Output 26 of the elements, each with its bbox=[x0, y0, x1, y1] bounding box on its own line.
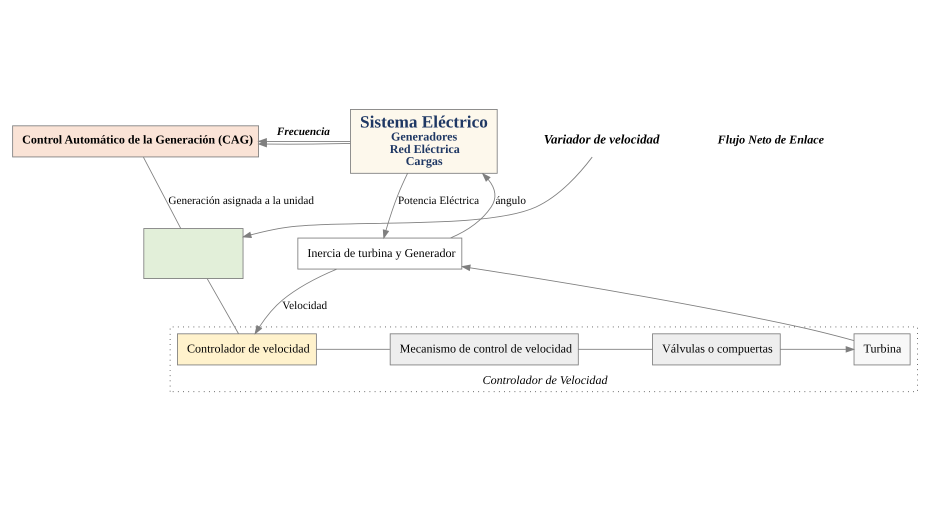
connector bbox=[316, 348, 390, 350]
node-box: Válvulas o compuertas bbox=[652, 333, 781, 366]
connector bbox=[142, 156, 182, 229]
arrow bbox=[460, 264, 854, 341]
arrow bbox=[450, 172, 496, 238]
arrow bbox=[257, 138, 351, 145]
edge-label: Frecuencia bbox=[276, 126, 330, 138]
label: Flujo Neto de Enlace bbox=[718, 132, 824, 147]
edge-label: Generación asignada a la unidad bbox=[168, 194, 314, 207]
node-text: Variador de velocidad bbox=[544, 132, 660, 147]
node-box: Inercia de turbina y Generador bbox=[297, 238, 462, 270]
arrow bbox=[254, 268, 338, 335]
node-box: Turbina bbox=[854, 333, 911, 366]
edge-label: Potencia Eléctrica bbox=[398, 194, 480, 207]
connector bbox=[206, 278, 239, 334]
edge-label: ángulo bbox=[495, 194, 526, 207]
node-box: Control Automático de la Generación (CAG) bbox=[12, 125, 260, 158]
node-box: Sistema Eléctrico Generadores Red Eléctrica Cargas bbox=[350, 109, 498, 174]
arrow bbox=[382, 172, 408, 240]
connector bbox=[578, 348, 653, 350]
node-box: Mecanismo de control de velocidad bbox=[390, 333, 579, 366]
node-box: Controlador de velocidad bbox=[177, 333, 317, 366]
arrow bbox=[242, 156, 593, 238]
node-box bbox=[143, 228, 244, 280]
arrow bbox=[780, 346, 856, 353]
edge-label: Velocidad bbox=[282, 300, 328, 312]
